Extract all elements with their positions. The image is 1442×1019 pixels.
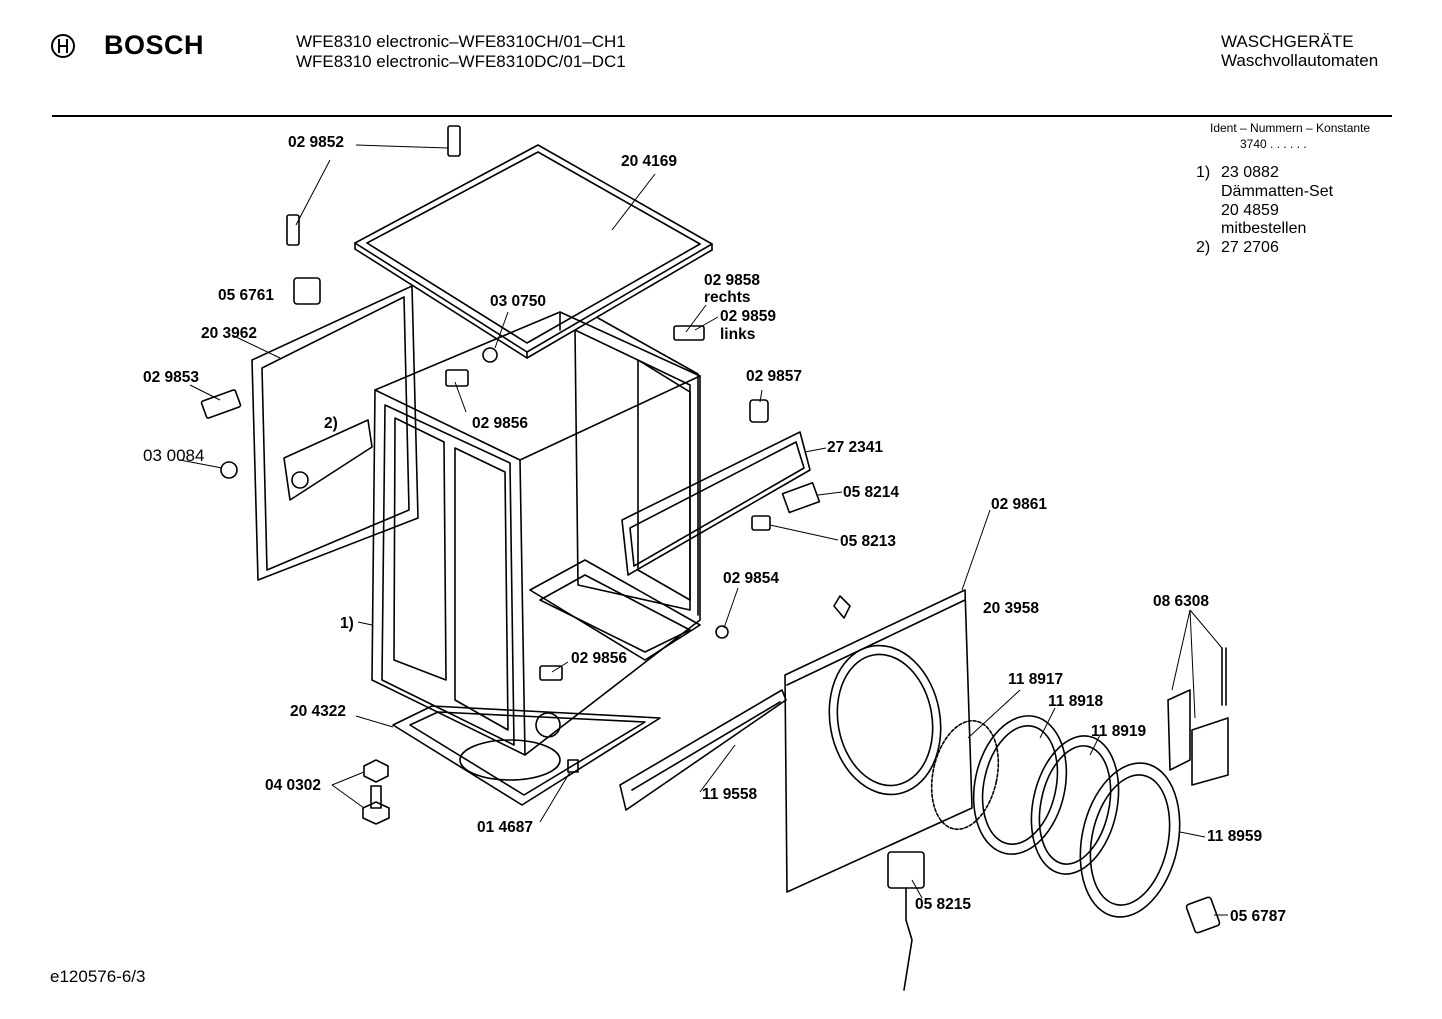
control-bracket-part (622, 432, 819, 575)
part-label: rechts (704, 289, 751, 306)
part-label: 08 6308 (1153, 593, 1210, 610)
part-label: 11 8917 (1008, 671, 1064, 688)
part-label: 01 4687 (477, 819, 534, 836)
part-label: 05 6787 (1230, 908, 1287, 925)
brand-name: BOSCH (104, 30, 205, 60)
part-label: 03 0750 (490, 293, 547, 310)
handle-part (1186, 896, 1221, 933)
part-label: 02 9856 (571, 650, 628, 667)
ident-title: Ident – Nummern – Konstante (1210, 121, 1371, 135)
part-label: 11 8918 (1048, 693, 1104, 710)
part-label: 02 9859 (720, 308, 777, 325)
part-label: 20 4169 (621, 153, 678, 170)
plug-part (483, 348, 497, 362)
grommet-part (716, 626, 728, 638)
clip-part (287, 215, 299, 245)
part-label: 11 8919 (1091, 723, 1147, 740)
base-plate-part (393, 706, 660, 805)
spacer-part (674, 326, 704, 340)
door-lock-cable (904, 888, 912, 990)
hinge-part (1168, 648, 1228, 785)
note-marker: 1) (1196, 164, 1211, 181)
subcategory-title: Waschvollautomaten (1221, 51, 1379, 70)
top-lid-part (355, 145, 712, 358)
part-label: 02 9856 (472, 415, 529, 432)
part-label: 05 6761 (218, 287, 275, 304)
part-label: 11 9558 (702, 786, 758, 803)
clip-part (752, 516, 770, 530)
screw-part (568, 760, 578, 772)
leader-lines (180, 145, 1228, 915)
model-line-1: WFE8310 electronic–WFE8310CH/01–CH1 (296, 32, 626, 51)
grommet-part (221, 462, 237, 478)
note-line: Dämmatten-Set (1221, 183, 1334, 200)
part-label: 20 4322 (290, 703, 347, 720)
part-label: 11 8959 (1207, 828, 1263, 845)
note-line: 20 4859 (1221, 202, 1279, 219)
document-id: e120576-6/3 (50, 967, 146, 986)
door-lock-part (888, 852, 924, 888)
part-label: 02 9861 (991, 496, 1048, 513)
model-line-2: WFE8310 electronic–WFE8310DC/01–DC1 (296, 52, 626, 71)
part-label: 20 3958 (983, 600, 1040, 617)
part-label: 02 9852 (288, 134, 345, 151)
note-ref-label: 2) (324, 415, 338, 432)
latch-part (294, 278, 320, 304)
part-label: 03 0084 (143, 446, 205, 465)
bracket-part (540, 666, 562, 680)
note-marker: 2) (1196, 239, 1211, 256)
part-label: links (720, 326, 756, 343)
part-label: 20 3962 (201, 325, 258, 342)
rear-panel-part (252, 286, 418, 580)
part-label: 02 9858 (704, 272, 761, 289)
note-line: 23 0882 (1221, 164, 1279, 181)
part-label: 02 9857 (746, 368, 803, 385)
part-label: 02 9854 (723, 570, 780, 587)
clip-part (448, 126, 460, 156)
foot-part (363, 802, 389, 824)
clip-part (750, 400, 768, 422)
clamp-part (201, 389, 241, 418)
bolt-part (371, 786, 381, 808)
header-rule (52, 115, 1392, 117)
note-line: 27 2706 (1221, 239, 1279, 256)
cabinet-frame-part (372, 312, 700, 755)
category-title: WASCHGERÄTE (1221, 32, 1354, 51)
front-panel-part (785, 590, 972, 892)
door-assembly-part (922, 707, 1193, 926)
part-label: 27 2341 (827, 439, 884, 456)
ident-value: 3740 . . . . . . (1240, 137, 1307, 151)
bosch-armature-icon (51, 34, 75, 58)
part-label: 04 0302 (265, 777, 322, 794)
bracket-part (446, 370, 468, 386)
part-label: 05 8215 (915, 896, 972, 913)
part-label: 05 8214 (843, 484, 900, 501)
nut-part (364, 760, 388, 782)
note-line: mitbestellen (1221, 220, 1307, 237)
trim-strip-part (620, 690, 786, 810)
note-ref-label: 1) (340, 615, 354, 632)
part-label: 02 9853 (143, 369, 200, 386)
part-label: 05 8213 (840, 533, 897, 550)
